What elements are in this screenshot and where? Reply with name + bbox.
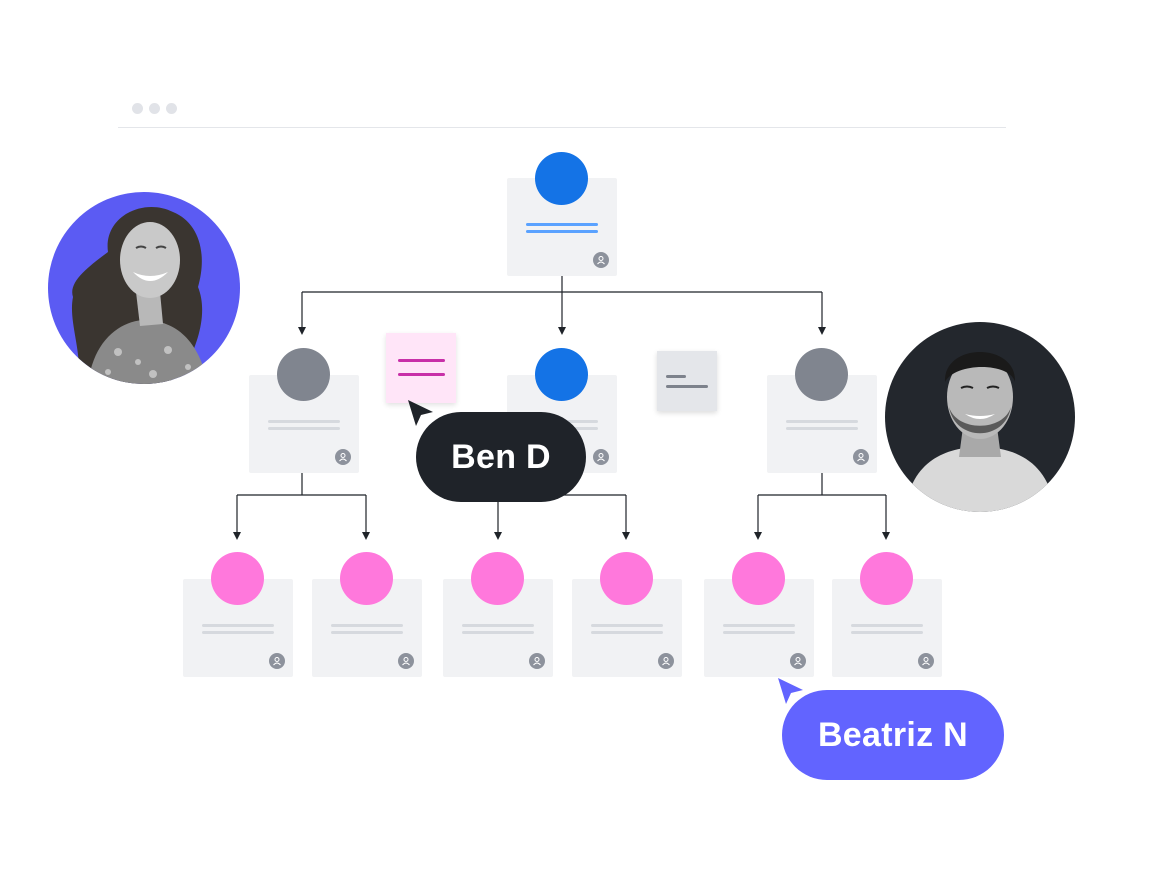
avatar-circle-l2-1: [211, 552, 264, 605]
sticky-note-pink[interactable]: [386, 333, 456, 403]
avatar-circle-l1-left: [277, 348, 330, 401]
avatar-circle-l2-4: [600, 552, 653, 605]
sticky-text-line: [666, 385, 708, 388]
user-icon: [529, 653, 545, 669]
card-text-line: [268, 420, 340, 423]
avatar-circle-l2-5: [732, 552, 785, 605]
user-icon: [398, 653, 414, 669]
org-card-l2-1[interactable]: [183, 579, 293, 677]
cursor-arrow-icon: [778, 678, 803, 704]
card-text-line: [851, 624, 923, 627]
user-icon: [269, 653, 285, 669]
collaborator-avatar-woman: [48, 192, 240, 384]
user-icon: [593, 252, 609, 268]
user-icon: [790, 653, 806, 669]
cursor-arrow-icon: [408, 400, 433, 426]
window-divider: [118, 127, 1006, 128]
user-icon: [918, 653, 934, 669]
card-text-line: [786, 427, 858, 430]
card-text-line: [202, 624, 274, 627]
card-text-line: [462, 631, 534, 634]
avatar-circle-l2-6: [860, 552, 913, 605]
org-card-l2-6[interactable]: [832, 579, 942, 677]
card-text-line: [202, 631, 274, 634]
card-text-line: [851, 631, 923, 634]
collaborator-avatar-man: [885, 322, 1075, 512]
window-dots-icon: [132, 103, 177, 114]
user-icon: [335, 449, 351, 465]
card-text-line: [723, 624, 795, 627]
sticky-note-gray[interactable]: [657, 351, 717, 411]
card-text-line: [723, 631, 795, 634]
card-text-line: [268, 427, 340, 430]
avatar-circle-l2-2: [340, 552, 393, 605]
card-text-line: [591, 631, 663, 634]
card-text-line: [786, 420, 858, 423]
sticky-text-line: [398, 359, 445, 362]
collaborator-cursor-ben: Ben D: [416, 412, 586, 502]
avatar-circle-root: [535, 152, 588, 205]
collaborator-cursor-beatriz: Beatriz N: [782, 690, 1004, 780]
card-text-line: [526, 230, 598, 233]
org-card-l2-2[interactable]: [312, 579, 422, 677]
user-icon: [593, 449, 609, 465]
avatar-circle-l1-middle: [535, 348, 588, 401]
avatar-circle-l2-3: [471, 552, 524, 605]
sticky-text-line: [398, 373, 445, 376]
card-text-line: [526, 223, 598, 226]
card-text-line: [591, 624, 663, 627]
avatar-circle-l1-right: [795, 348, 848, 401]
card-text-line: [331, 624, 403, 627]
user-icon: [658, 653, 674, 669]
sticky-text-line: [666, 375, 686, 378]
org-card-l1-right[interactable]: [767, 375, 877, 473]
user-icon: [853, 449, 869, 465]
card-text-line: [331, 631, 403, 634]
card-text-line: [462, 624, 534, 627]
